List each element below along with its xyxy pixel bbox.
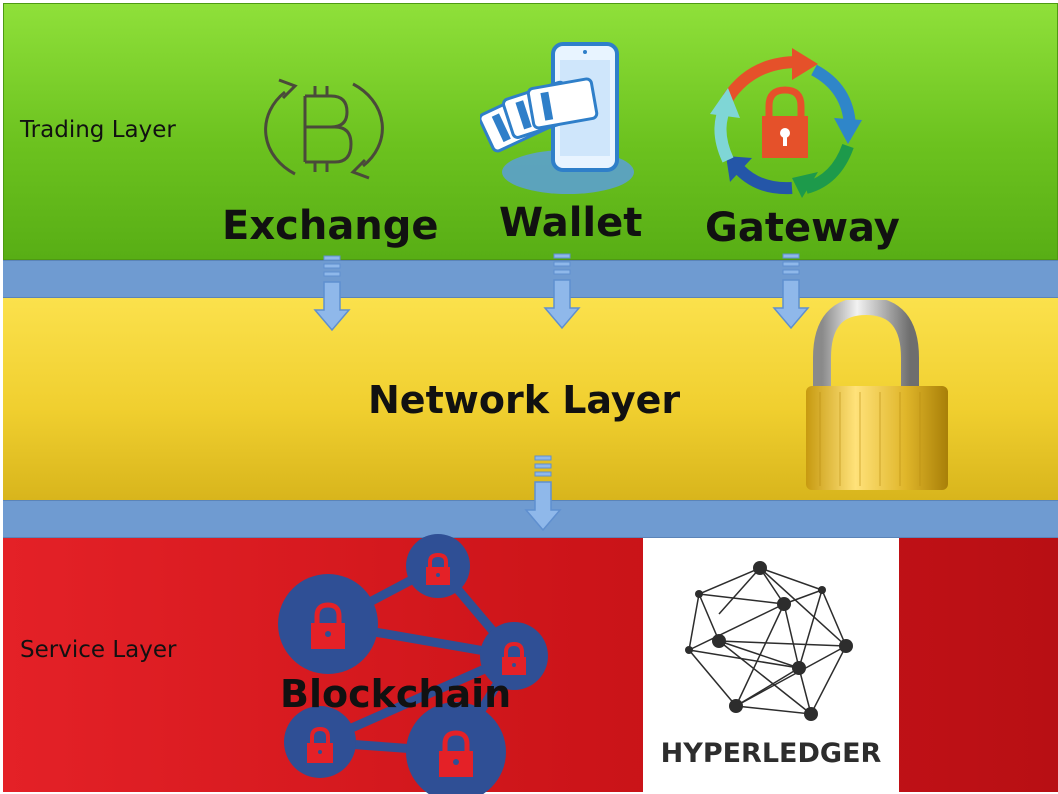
connector-band-trading-network (3, 260, 1058, 298)
service-layer-label: Service Layer (20, 637, 177, 663)
down-arrow-network (524, 455, 562, 532)
gateway-label: Gateway (705, 205, 900, 251)
trading-layer-label: Trading Layer (20, 117, 176, 143)
wallet-label: Wallet (499, 200, 643, 246)
down-arrow-exchange (313, 255, 351, 332)
padlock-icon (806, 300, 948, 490)
hyperledger-logo: HYPERLEDGER (643, 538, 899, 792)
blockchain-network-icon (278, 534, 548, 794)
down-arrow-wallet (543, 253, 581, 330)
gateway-lock-cycle-icon (710, 48, 862, 198)
network-layer-label: Network Layer (368, 378, 681, 422)
hyperledger-polyhedron-icon (685, 561, 853, 721)
hyperledger-wordmark: HYPERLEDGER (660, 738, 882, 769)
down-arrow-gateway (772, 253, 810, 330)
bitcoin-exchange-icon (264, 78, 384, 180)
exchange-label: Exchange (222, 203, 439, 249)
blockchain-label: Blockchain (280, 672, 512, 716)
wallet-phone-cards-icon (480, 42, 634, 194)
connector-band-network-service (3, 500, 1058, 538)
